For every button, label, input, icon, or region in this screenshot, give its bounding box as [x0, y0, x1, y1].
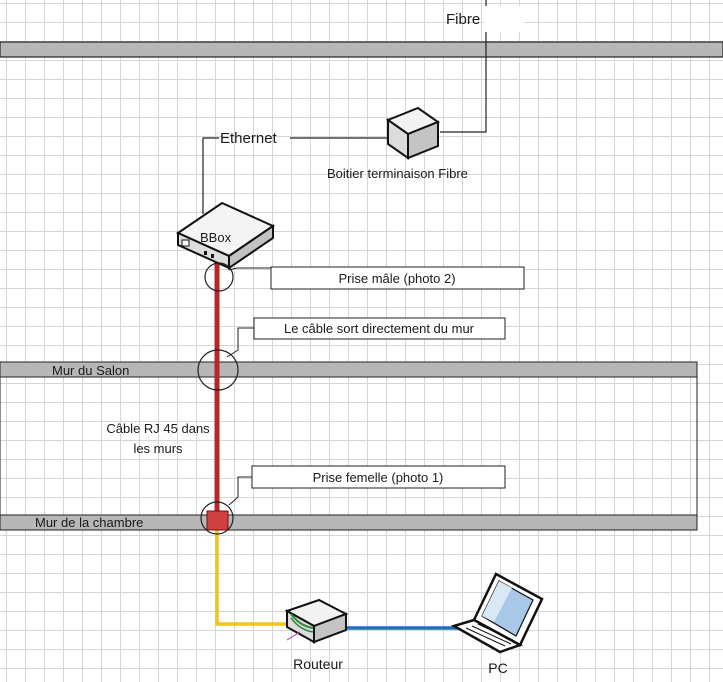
fibre-terminal-icon	[385, 106, 441, 160]
mur-chambre-label: Mur de la chambre	[35, 515, 143, 530]
wall-socket	[206, 510, 229, 531]
top-wall	[0, 41, 723, 58]
mur-salon-label: Mur du Salon	[52, 363, 129, 378]
routeur-label: Routeur	[293, 656, 343, 672]
bbox-port-circle	[204, 262, 234, 292]
room-outline	[0, 376, 698, 516]
cable-rj45-label-1: Câble RJ 45 dans	[106, 421, 210, 436]
fibre-line	[440, 0, 487, 133]
ethernet-label: Ethernet	[220, 130, 278, 147]
chambre-wall-circle	[200, 501, 234, 535]
boitier-label: Boitier terminaison Fibre	[327, 166, 468, 181]
router-icon	[284, 598, 349, 644]
callout-prise-male-line	[228, 267, 271, 271]
ethernet-line-down	[202, 137, 219, 214]
laptop-icon	[450, 572, 544, 654]
callout-prise-femelle	[251, 465, 506, 489]
bbox-icon	[175, 201, 276, 270]
cable-sort-label: Le câble sort directement du mur	[284, 321, 475, 336]
callout-cable-sort	[253, 317, 506, 340]
prise-femelle-label: Prise femelle (photo 1)	[313, 470, 444, 485]
fibre-label: Fibre	[446, 11, 480, 28]
salon-wall-circle	[197, 349, 239, 391]
callout-prise-male	[270, 266, 525, 290]
wall-salon	[0, 361, 698, 378]
pc-label: PC	[488, 660, 507, 676]
bbox-label: BBox	[200, 230, 232, 245]
callout-cable-sort-line	[226, 327, 254, 358]
prise-male-label: Prise mâle (photo 2)	[338, 271, 455, 286]
cable-rj45-label-2: les murs	[133, 441, 183, 456]
yellow-cable	[215, 530, 292, 626]
callout-prise-femelle-line	[228, 476, 252, 506]
wall-chambre	[0, 514, 698, 531]
